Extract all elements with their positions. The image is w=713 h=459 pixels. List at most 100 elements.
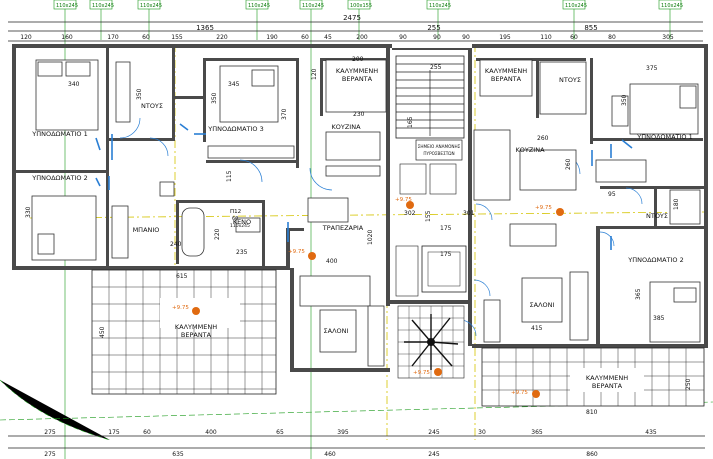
dim: 175 xyxy=(440,251,452,258)
room-dining: ΤΡΑΠΕΖΑΡΙΑ xyxy=(322,224,364,232)
dim: 95 xyxy=(608,191,616,198)
dim-label: 220 xyxy=(216,34,228,41)
dim: 350 xyxy=(136,88,143,100)
yellow-axis xyxy=(29,211,706,219)
dim-total: 2475 xyxy=(343,14,361,22)
window-tag: 110x245 xyxy=(56,3,78,9)
window-tag: 110x245 xyxy=(565,3,587,9)
dim: 400 xyxy=(326,258,338,265)
stair-301: 301 xyxy=(463,210,475,217)
level-markers: +9.75 +9.75 +9.75 +9.75 +9.75 +9.75 xyxy=(172,197,564,398)
pi2-b: 110x245 xyxy=(230,223,250,229)
level-label: +9.75 xyxy=(172,305,189,311)
dim: 375 xyxy=(646,65,658,72)
level-label: +9.75 xyxy=(413,370,430,376)
level-label: +9.75 xyxy=(288,249,305,255)
room-veranda-right-top: ΚΑΛΥΜΜΕΝΗ xyxy=(485,67,527,75)
dim: 350 xyxy=(621,94,628,106)
dim: 260 xyxy=(565,158,572,170)
dim: 1020 xyxy=(367,230,374,245)
pi2-a: 60 xyxy=(232,216,238,222)
room-veranda-mid-bottom: ΒΕΡΑΝΤΑ xyxy=(342,75,373,83)
dim: 250 xyxy=(685,378,692,390)
dim-label: 120 xyxy=(20,34,32,41)
dim-label: 190 xyxy=(266,34,278,41)
dim-label: 860 xyxy=(586,451,598,458)
dim-label: 275 xyxy=(44,451,56,458)
dim: 165 xyxy=(407,116,414,128)
dim-label: 460 xyxy=(324,451,336,458)
room-void: ΚΕΝΟ xyxy=(233,218,251,226)
window-tag: 110x245 xyxy=(302,3,324,9)
furniture xyxy=(31,59,701,367)
room-shower-right-top: ΝΤΟΥΣ xyxy=(559,76,581,84)
window-tag: 110x245 xyxy=(140,3,162,9)
dim: 230 xyxy=(353,111,365,118)
dim: 330 xyxy=(25,206,32,218)
window-tag: 100x155 xyxy=(350,3,372,9)
dim-label: 635 xyxy=(172,451,184,458)
room-kitchen-left: ΚΟΥΖΙΝΑ xyxy=(331,123,361,131)
room-kitchen-right: ΚΟΥΖΙΝΑ xyxy=(515,146,545,154)
window-tag: 110x245 xyxy=(661,3,683,9)
room-bed2-left: ΥΠΝΟΔΩΜΑΤΙΟ 2 xyxy=(31,174,88,182)
dim-label: 400 xyxy=(205,429,217,436)
dim: 200 xyxy=(352,56,364,63)
dim-label: 90 xyxy=(433,34,441,41)
dim-label: 80 xyxy=(608,34,616,41)
window-tag: 110x245 xyxy=(248,3,270,9)
room-bed1-right: ΥΠΝΟΔΩΜΑΤΙΟ 1 xyxy=(636,133,693,141)
bottom-dimensions: 275 175 60 400 65 395 245 30 365 435 275… xyxy=(8,429,705,458)
dim-label: 435 xyxy=(645,429,657,436)
dim: 220 xyxy=(214,228,221,240)
top-dimensions: 2475 1365 255 855 120 160 170 60 155 220… xyxy=(8,14,703,42)
dim-label: 110 xyxy=(540,34,552,41)
dim-label: 1365 xyxy=(196,24,214,32)
stair-302: 302 xyxy=(404,210,416,217)
walls xyxy=(12,44,708,372)
room-veranda-right-bottom: ΒΕΡΑΝΤΑ xyxy=(491,75,522,83)
dim-label: 60 xyxy=(143,429,151,436)
dim: 255 xyxy=(430,64,442,71)
dim-label: 170 xyxy=(107,34,119,41)
room-bath-left: ΜΠΑΝΙΟ xyxy=(133,226,160,234)
dim: 180 xyxy=(673,198,680,210)
room-bed3-left: ΥΠΝΟΔΩΜΑΤΙΟ 3 xyxy=(207,125,264,133)
dim-label: 60 xyxy=(570,34,578,41)
dim-label: 275 xyxy=(44,429,56,436)
dim: 450 xyxy=(99,326,106,338)
window-tags: 110x245 110x245 110x245 110x245 110x245 … xyxy=(53,0,683,10)
dim: 120 xyxy=(311,68,318,80)
dim: 340 xyxy=(68,81,80,88)
room-living-right: ΣΑΛΟΝΙ xyxy=(530,301,555,309)
dim-label: 160 xyxy=(61,34,73,41)
left-veranda-tiles xyxy=(91,269,277,395)
fire-point-label: ΣΗΜΕΙΟ ΑΝΑΜΟΝΗΣ xyxy=(418,144,461,149)
dim-label: 30 xyxy=(478,429,486,436)
dim-label: 245 xyxy=(428,429,440,436)
dim-label: 155 xyxy=(171,34,183,41)
dim-label: 855 xyxy=(584,24,597,32)
dim-label: 255 xyxy=(427,24,440,32)
room-veranda-left-top: ΚΑΛΥΜΜΕΝΗ xyxy=(175,323,217,331)
dim-label: 90 xyxy=(399,34,407,41)
room-labels: ΥΠΝΟΔΩΜΑΤΙΟ 1 ΥΠΝΟΔΩΜΑΤΙΟ 2 ΥΠΝΟΔΩΜΑΤΙΟ … xyxy=(31,67,693,390)
axis-lines xyxy=(0,9,713,459)
dim: 415 xyxy=(531,325,543,332)
level-label: +9.75 xyxy=(511,390,528,396)
room-bed2-right: ΥΠΝΟΔΩΜΑΤΙΟ 2 xyxy=(627,256,684,264)
room-shower-right: ΝΤΟΥΣ xyxy=(646,212,668,220)
room-veranda-bottom-top: ΚΑΛΥΜΜΕΝΗ xyxy=(586,374,628,382)
dim: 175 xyxy=(440,225,452,232)
windows xyxy=(95,123,633,250)
dim-label: 395 xyxy=(337,429,349,436)
dim-label: 365 xyxy=(531,429,543,436)
dim: 350 xyxy=(211,92,218,104)
dim-label: 305 xyxy=(662,34,674,41)
dim-label: 175 xyxy=(108,429,120,436)
staircase: ΣΗΜΕΙΟ ΑΝΑΜΟΝΗΣ ΠΥΡΟΣΒΕΣΤΩΝ xyxy=(395,55,467,297)
dim-label: 200 xyxy=(356,34,368,41)
fire-point-label-2: ΠΥΡΟΣΒΕΣΤΩΝ xyxy=(423,151,454,156)
room-bed1-left: ΥΠΝΟΔΩΜΑΤΙΟ 1 xyxy=(31,130,88,138)
